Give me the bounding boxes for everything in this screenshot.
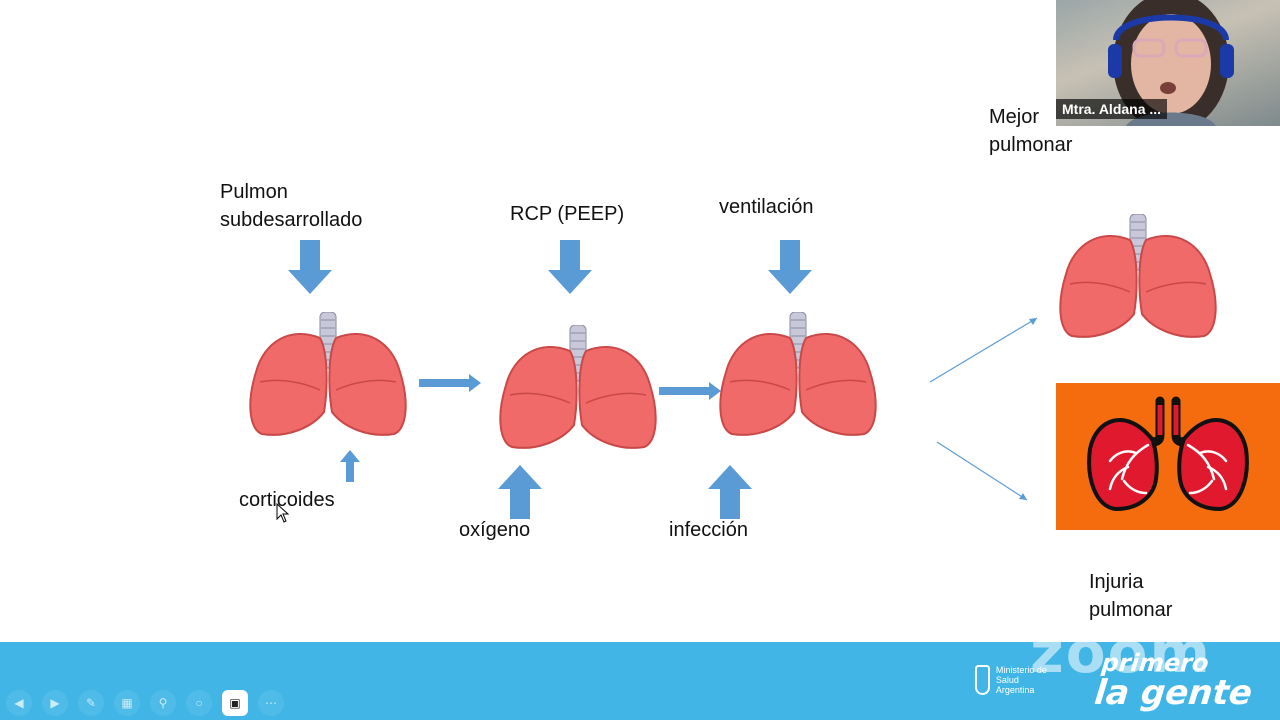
more-icon[interactable]: ⋯ xyxy=(258,690,284,716)
mouse-cursor-icon xyxy=(276,503,290,523)
arrow-right-1 xyxy=(419,374,481,392)
prev-icon[interactable]: ◀ xyxy=(6,690,32,716)
zoom-watermark: zoom xyxy=(1030,618,1212,686)
ministerio-line1: Ministerio de Salud xyxy=(995,665,1047,685)
label-corticoides: corticoides xyxy=(239,489,335,511)
lung-icon xyxy=(719,312,877,436)
label-injuria-line1: Injuria xyxy=(1089,571,1144,593)
arrow-down-pulmon xyxy=(288,240,332,294)
label-rcp: RCP (PEEP) xyxy=(510,203,625,225)
label-oxigeno: oxígeno xyxy=(459,519,531,541)
arrow-up-infeccion xyxy=(708,465,752,519)
zoom-icon[interactable]: ⚲ xyxy=(150,690,176,716)
presentation-toolbar: ◀ ▶ ✎ ▦ ⚲ ○ ▣ ⋯ xyxy=(0,686,306,720)
arrow-right-2 xyxy=(659,382,721,400)
arrow-up-oxigeno xyxy=(498,465,542,519)
camera-icon[interactable]: ▣ xyxy=(222,690,248,716)
brand-logo: primero la gente xyxy=(1093,649,1257,713)
next-icon[interactable]: ▶ xyxy=(42,690,68,716)
label-pulmon-line1: Pulmon xyxy=(220,181,288,203)
label-injuria: Injuria pulmonar xyxy=(1089,568,1172,624)
footer-bar xyxy=(0,642,1280,720)
blank-icon[interactable]: ○ xyxy=(186,690,212,716)
slides-icon[interactable]: ▦ xyxy=(114,690,140,716)
pen-icon[interactable]: ✎ xyxy=(78,690,104,716)
participant-video[interactable]: Mtra. Aldana ... xyxy=(1056,0,1280,126)
arrow-down-rcp xyxy=(548,240,592,294)
lung-icon xyxy=(499,325,657,449)
arrow-down-ventilacion xyxy=(768,240,812,294)
label-infeccion: infección xyxy=(669,519,748,541)
brand-line2: la gente xyxy=(1092,673,1255,713)
shield-icon xyxy=(975,665,990,695)
participant-name: Mtra. Aldana ... xyxy=(1056,99,1168,119)
label-pulmon: Pulmon subdesarrollado xyxy=(220,178,362,234)
lung-icon xyxy=(249,312,407,436)
injured-lung-icon xyxy=(1087,396,1249,512)
arrow-up-corticoides xyxy=(340,450,360,482)
label-mejor: Mejor pulmonar xyxy=(989,103,1072,159)
label-injuria-line2: pulmonar xyxy=(1089,599,1173,621)
healthy-lung-icon xyxy=(1059,214,1217,338)
ministerio-logo: Ministerio de Salud Argentina xyxy=(975,660,1055,700)
diverging-arrows xyxy=(929,317,1038,501)
label-mejor-line2: pulmonar xyxy=(989,134,1073,156)
label-pulmon-line2: subdesarrollado xyxy=(220,209,363,231)
injury-panel xyxy=(1056,383,1280,530)
participant-avatar xyxy=(1108,0,1234,126)
label-mejor-line1: Mejor xyxy=(989,106,1040,128)
ministerio-line2: Argentina xyxy=(995,685,1035,695)
label-ventilacion: ventilación xyxy=(719,196,814,218)
